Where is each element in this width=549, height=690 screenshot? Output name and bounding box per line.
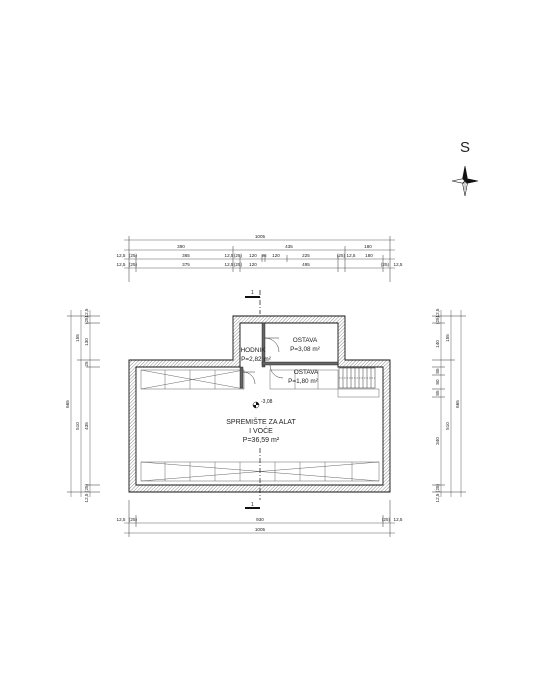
dim-top-r1-3: 180	[364, 244, 372, 249]
dim-top-r2-10: (25)	[337, 253, 346, 258]
dim-bot-overall: 1005	[255, 527, 266, 532]
dim-top-r2-2: (25)	[129, 253, 138, 258]
room-labels: HODNIK P=2,82 m² OSTAVA P=3,08 m² OSTAVA…	[226, 337, 320, 444]
dim-left-overall: 665	[65, 400, 70, 408]
dim-right-inner-9: 12,5	[435, 493, 440, 502]
dim-bot-r1-5: 12,5	[394, 517, 403, 522]
dim-left-inner-6: (25)	[84, 483, 89, 492]
dim-right-inner-1: 12,5	[435, 308, 440, 317]
dim-left-outer-2: 510	[75, 422, 80, 430]
dim-bot-r1-4: (25)	[382, 517, 391, 522]
dim-top-r3-1: 12,5	[117, 262, 126, 267]
dim-top-r1-1: 390	[177, 244, 185, 249]
storage-shelving	[140, 369, 380, 482]
room-name-ostava-lower: OSTAVA	[294, 369, 319, 376]
dim-top-r3-6: 120	[249, 262, 257, 267]
dimension-bottom-labels: 12,5 (25) 930 (25) 12,5 1005	[117, 517, 403, 532]
section-mark-bottom: 1	[251, 502, 254, 508]
dim-right-inner-8: (25)	[435, 483, 440, 492]
dim-top-r2-7: 96	[261, 253, 267, 258]
dim-bot-r1-3: 930	[256, 517, 264, 522]
dim-top-r2-6: 120	[249, 253, 257, 258]
dim-left-inner-1: 12,5	[84, 308, 89, 317]
dim-top-r2-4: 12,5	[225, 253, 234, 258]
dim-bot-r1-1: 12,5	[117, 517, 126, 522]
room-area-ostava-upper: P=3,08 m²	[290, 346, 320, 353]
dim-right-inner-5: 80	[435, 379, 440, 385]
dim-top-r3-4: 12,5	[225, 262, 234, 267]
room-area-ostava-lower: P=1,80 m²	[288, 378, 318, 385]
dim-top-overall: 1005	[255, 234, 266, 239]
dim-top-r2-9: 225	[302, 253, 310, 258]
dim-top-r3-3: 375	[182, 262, 190, 267]
dim-top-r2-11: 12,5	[347, 253, 356, 258]
dimension-left	[67, 310, 100, 497]
dim-left-inner-7: 12,5	[84, 493, 89, 502]
room-name-spremiste-line1: SPREMIŠTE ZA ALAT	[226, 417, 296, 426]
room-area-hodnik: P=2,82 m²	[241, 356, 271, 363]
dim-top-r3-2: (25)	[129, 262, 138, 267]
dim-left-inner-4: 25	[84, 361, 89, 367]
section-mark-top: 1	[251, 290, 254, 296]
dimension-right	[432, 310, 466, 497]
room-name-hodnik: HODNIK	[241, 347, 267, 354]
room-name-spremiste-line2: I VOĆE	[249, 426, 273, 435]
dim-left-inner-5: 435	[84, 422, 89, 430]
dim-left-inner-3: 130	[84, 338, 89, 346]
dim-top-r3-7: 495	[302, 262, 310, 267]
dim-right-inner-2: (25)	[435, 315, 440, 324]
dim-right-inner-3: 140	[435, 340, 440, 348]
dimension-left-labels: 665 155 510 12,5 (25) 130 25 435 (25) 12…	[65, 308, 89, 502]
section-line: 1 1	[245, 290, 261, 509]
doors	[242, 337, 284, 385]
dim-top-r3-5: (25)	[234, 262, 243, 267]
dimension-bottom	[124, 500, 395, 537]
dim-right-inner-7: 340	[435, 437, 440, 445]
dim-top-r3-8: (25)	[381, 262, 390, 267]
room-area-spremiste: P=36,59 m²	[243, 437, 280, 444]
dimension-top-labels: 1005 390 435 180 12,5 (25) 365 12,5 (25)…	[117, 234, 403, 267]
room-name-ostava-upper: OSTAVA	[293, 337, 318, 344]
north-label: S	[460, 139, 470, 156]
dim-top-r2-1: 12,5	[117, 253, 126, 258]
stairs	[338, 367, 376, 389]
dim-left-outer-1: 155	[75, 334, 80, 342]
dim-left-inner-2: (25)	[84, 315, 89, 324]
north-arrow: S	[451, 139, 479, 197]
dim-right-outer-1: 155	[445, 334, 450, 342]
dim-right-inner-6: 85	[435, 390, 440, 396]
dim-top-r2-8: 120	[272, 253, 280, 258]
building-walls	[128, 315, 391, 493]
dim-top-r2-12: 180	[365, 253, 373, 258]
level-mark: -3,08	[252, 399, 273, 409]
dim-bot-r1-2: (25)	[129, 517, 138, 522]
dim-right-inner-4: 85	[435, 368, 440, 374]
dim-top-r3-9: 12,5	[394, 262, 403, 267]
north-arrow-icon	[451, 165, 479, 197]
dim-top-r1-2: 435	[285, 244, 293, 249]
dim-right-outer-2: 510	[445, 422, 450, 430]
dim-right-overall: 665	[455, 400, 460, 408]
dimension-top	[124, 236, 395, 282]
level-mark-value: -3,08	[261, 399, 273, 405]
dim-top-r2-3: 365	[182, 253, 190, 258]
dim-top-r2-5: (25)	[234, 253, 243, 258]
dimension-right-labels: 12,5 (25) 140 85 80 85 340 (25) 12,5 155…	[435, 308, 460, 502]
